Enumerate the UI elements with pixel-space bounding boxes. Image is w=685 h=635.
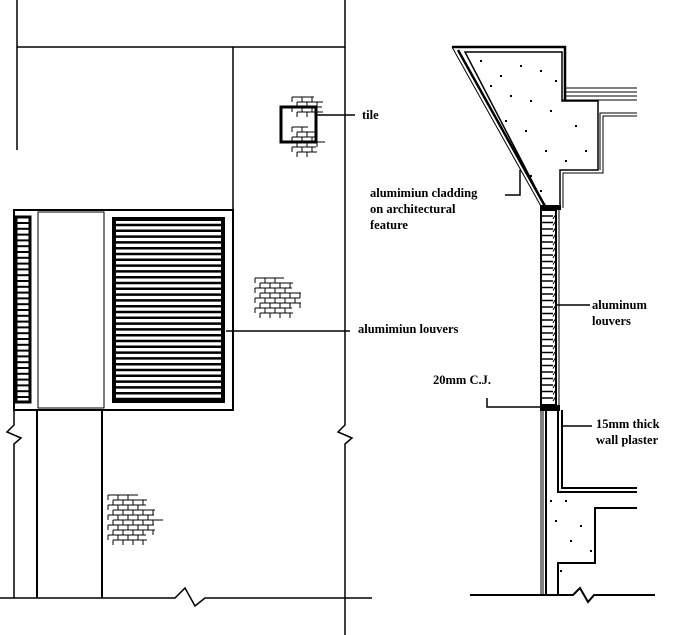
louver-slats: [114, 223, 223, 401]
concrete-dot: [555, 520, 557, 522]
plaster-label-2: wall plaster: [596, 433, 659, 447]
louver-blade: [552, 350, 557, 356]
concrete-dot: [525, 130, 527, 132]
louver-blade: [552, 343, 557, 350]
cap-block: [540, 205, 561, 210]
louver-blade: [552, 226, 557, 233]
concrete-dot: [480, 60, 482, 62]
cladding-leader: [505, 170, 521, 196]
joint-leader: [486, 398, 542, 408]
concrete-dot: [510, 95, 512, 97]
ground-line: [0, 586, 372, 608]
concrete-dot: [530, 175, 532, 177]
louver-blade: [552, 330, 557, 337]
louver-blade: [552, 259, 557, 265]
louver-blade: [552, 304, 557, 311]
louver-blade: [552, 376, 557, 382]
concrete-dot: [530, 100, 532, 102]
right-break-line: [336, 0, 354, 635]
concrete-dot: [565, 160, 567, 162]
louver-blade: [552, 298, 557, 304]
louver-blade: [552, 213, 557, 220]
wall-section: [470, 410, 655, 604]
concrete-dot: [570, 540, 572, 542]
brick-hatch: [107, 96, 325, 545]
concrete-dot: [590, 550, 592, 552]
louver-blade: [552, 265, 557, 272]
tile-label: tile: [362, 108, 379, 122]
section-louver-blades: [541, 213, 557, 402]
concrete-dot: [580, 525, 582, 527]
louver-blade: [552, 356, 557, 363]
concrete-dot: [560, 570, 562, 572]
concrete-dot: [520, 65, 522, 67]
louver-blade: [552, 363, 557, 369]
section-louvers-label-1: aluminum: [592, 298, 647, 312]
section-louvers-label-2: louvers: [592, 314, 631, 328]
louver-blade: [552, 233, 557, 239]
louver-blade: [552, 239, 557, 246]
slab-lines: [562, 87, 637, 208]
concrete-dot: [540, 70, 542, 72]
cladding-label-2: on architectural: [370, 202, 456, 216]
concrete-dot: [585, 150, 587, 152]
louver-blade: [552, 389, 557, 395]
concrete-dots: [480, 60, 592, 572]
louver-blade: [552, 369, 557, 376]
concrete-dot: [500, 75, 502, 77]
elevation-view: [0, 0, 372, 635]
concrete-dot: [505, 120, 507, 122]
concrete-dot: [550, 110, 552, 112]
louver-blade: [552, 311, 557, 317]
window-frame: [13, 209, 234, 411]
joint-label: 20mm C.J.: [433, 373, 491, 387]
concrete-feature: [463, 51, 599, 209]
louver-blade: [552, 272, 557, 278]
concrete-dot: [555, 80, 557, 82]
cladding-outer: [451, 46, 543, 209]
louver-blade: [552, 324, 557, 330]
louver-blade: [552, 317, 557, 324]
louvers-label: alumimiun louvers: [358, 322, 458, 336]
section-view: [451, 45, 655, 604]
louver-blade: [552, 278, 557, 285]
plaster-label-1: 15mm thick: [596, 417, 660, 431]
louver-blade: [552, 285, 557, 291]
concrete-dot: [575, 125, 577, 127]
louver-blade: [552, 246, 557, 252]
joint-block: [540, 405, 560, 411]
cladding-label-3: feature: [370, 218, 408, 232]
cladding: [456, 49, 548, 209]
concrete-dot: [550, 500, 552, 502]
concrete-dot: [565, 500, 567, 502]
concrete-dot: [490, 85, 492, 87]
cladding-label-1: alumimiun cladding: [370, 186, 478, 200]
concrete-dot: [540, 190, 542, 192]
louver-blade: [552, 220, 557, 226]
louver-blade: [552, 382, 557, 389]
feature-top: [452, 45, 567, 100]
concrete-dot: [545, 150, 547, 152]
louver-blade: [552, 395, 557, 402]
louver-panel: [112, 217, 225, 403]
louver-blade: [552, 291, 557, 298]
glass-panel: [37, 211, 105, 409]
louver-blade: [552, 337, 557, 343]
narrow-louver-slats: [16, 222, 30, 398]
louver-blade: [552, 252, 557, 259]
